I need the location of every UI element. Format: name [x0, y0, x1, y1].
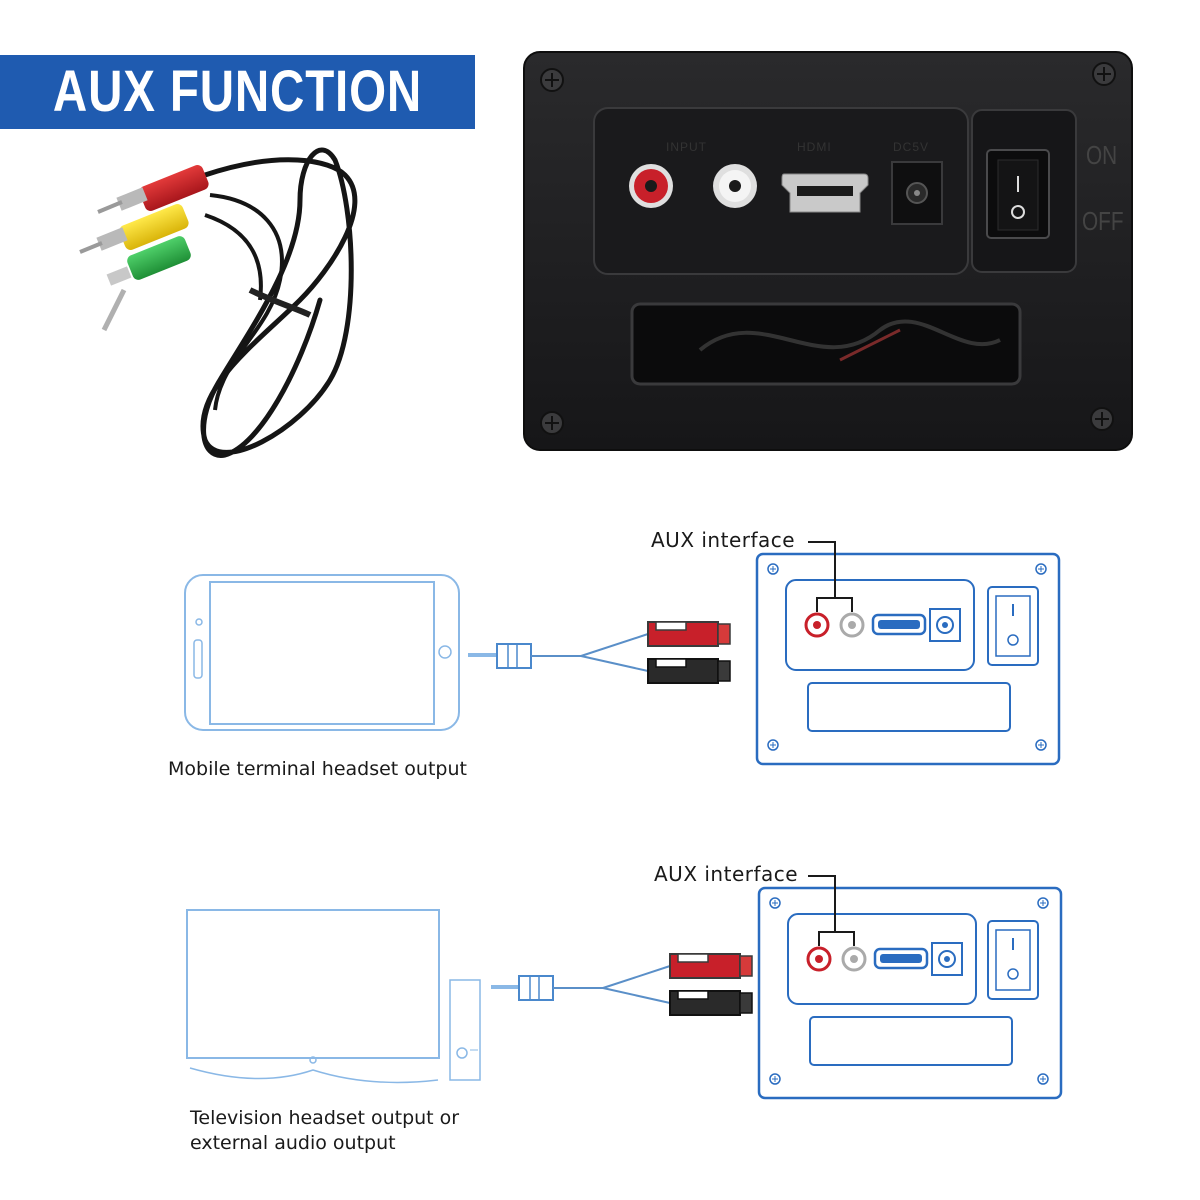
mobile-caption: Mobile terminal headset output	[168, 758, 467, 780]
aux-panel-drawing	[757, 875, 1063, 1100]
diagram-mobile	[184, 541, 1061, 766]
black-rca-plug	[669, 990, 753, 1016]
hdmi-port	[781, 173, 869, 213]
title-text: AUX FUNCTION	[52, 59, 423, 124]
switch-off-label: OFF	[1082, 206, 1124, 236]
input-label: INPUT	[666, 140, 707, 154]
diagram-television	[186, 875, 1063, 1100]
screw-icon	[767, 739, 779, 751]
title-banner	[0, 55, 475, 129]
yellow-rca-plug	[79, 204, 189, 254]
screw-icon	[1035, 739, 1047, 751]
tv-icon	[186, 909, 481, 1084]
screw-icon	[540, 68, 564, 92]
screw-icon	[1035, 563, 1047, 575]
screw-icon	[769, 897, 781, 909]
dc-label: DC5V	[893, 140, 930, 154]
screw-icon	[767, 563, 779, 575]
black-rca-plug	[647, 658, 731, 684]
screw-icon	[540, 411, 564, 435]
tv-caption-line-2: external audio output	[190, 1132, 396, 1154]
tv-caption-line-1: Television headset output or	[190, 1107, 460, 1129]
red-rca-port	[629, 164, 673, 208]
aux-panel-drawing	[755, 541, 1061, 766]
green-jack-plug	[101, 236, 191, 332]
phone-icon	[184, 574, 460, 731]
power-switch	[986, 149, 1050, 239]
dc-power-port	[891, 161, 943, 225]
red-rca-plug	[669, 953, 753, 979]
panel-photo	[523, 51, 1133, 451]
aux-jack-plug	[468, 633, 649, 672]
red-rca-plug	[97, 165, 209, 214]
hdmi-label: HDMI	[797, 140, 832, 154]
screw-icon	[769, 1073, 781, 1085]
rca-cable-image	[79, 147, 358, 458]
aux-interface-label: AUX interface	[651, 528, 796, 552]
white-rca-port	[713, 164, 757, 208]
screw-icon	[1037, 897, 1049, 909]
aux-interface-label: AUX interface	[654, 862, 799, 886]
aux-jack-plug	[491, 965, 671, 1004]
switch-on-label: ON	[1086, 140, 1118, 170]
screw-icon	[1037, 1073, 1049, 1085]
screw-icon	[1092, 62, 1116, 86]
screw-icon	[1090, 407, 1114, 431]
red-rca-plug	[647, 621, 731, 647]
